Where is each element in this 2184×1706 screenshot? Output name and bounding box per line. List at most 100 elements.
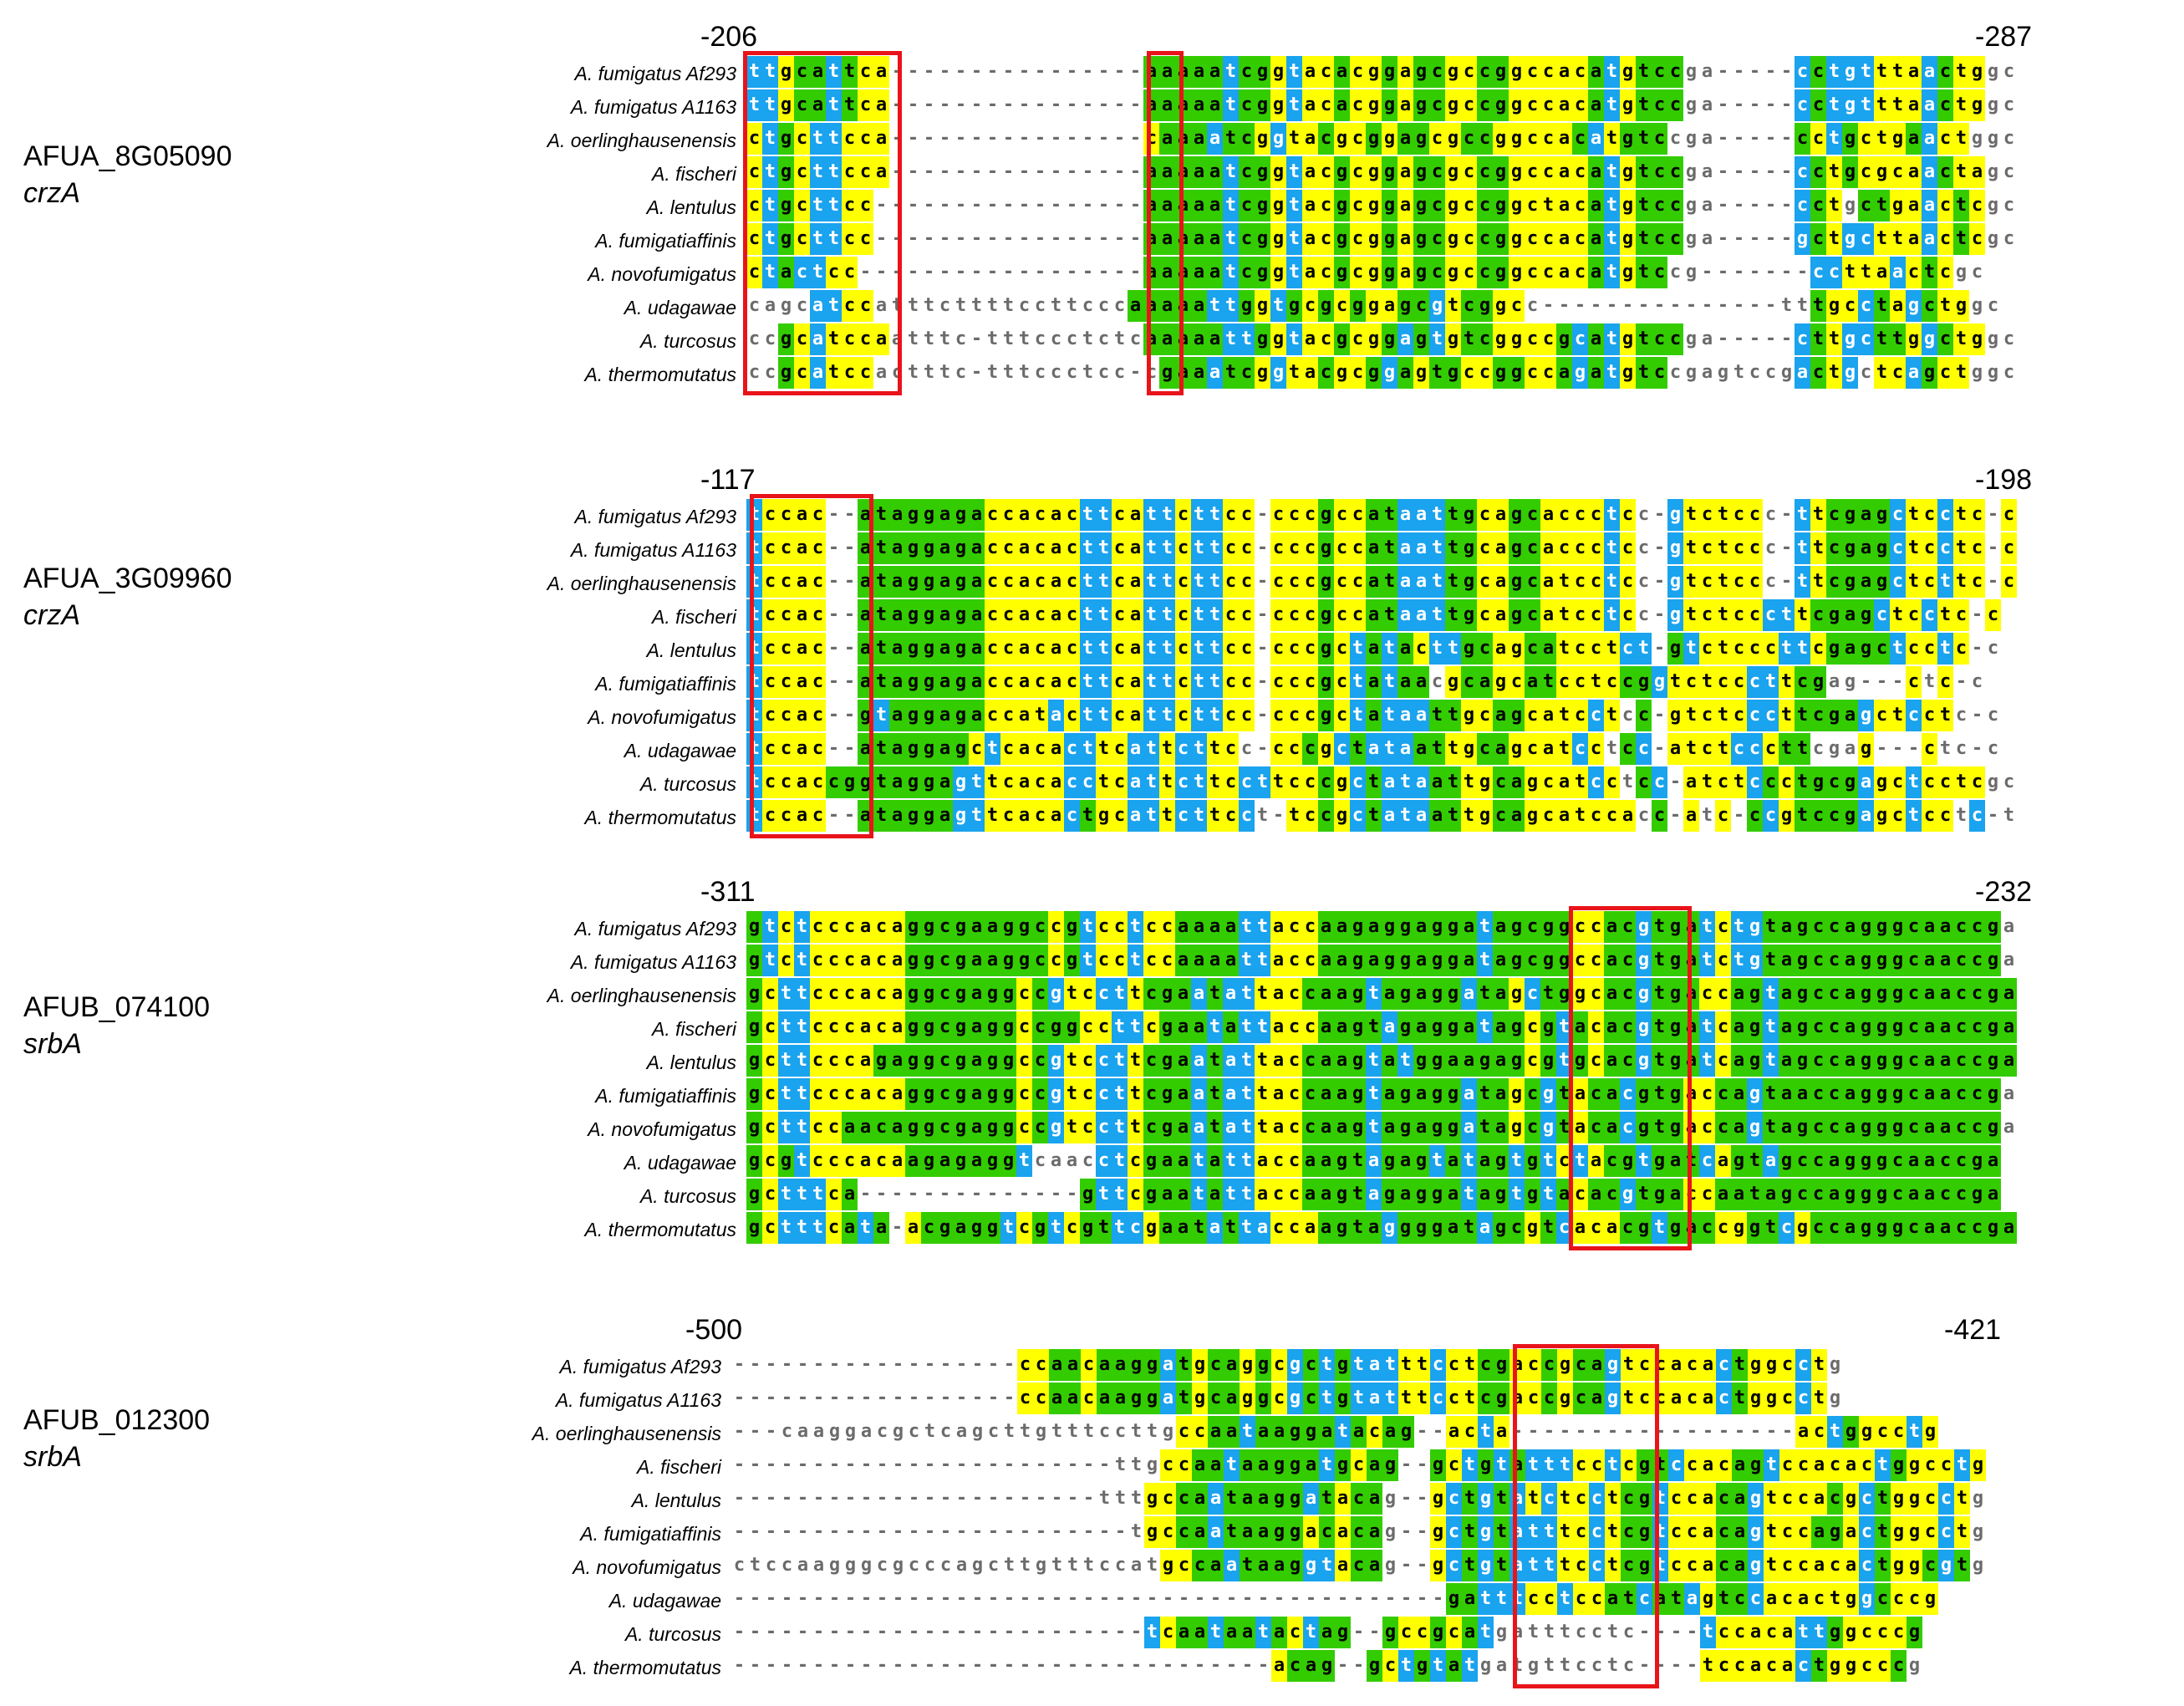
nucleotide: c [1064,733,1080,765]
nucleotide: c [969,733,985,765]
nucleotide: c [1969,666,1985,698]
nucleotide: a [1191,190,1207,222]
alignment-row: A. fumigatus A1163 [0,532,746,564]
nucleotide: - [1080,156,1096,188]
nucleotide: t [1001,1416,1017,1448]
nucleotide: g [746,1212,762,1244]
nucleotide: t [1143,566,1159,598]
nucleotide: c [1112,499,1128,531]
nucleotide: g [1160,1416,1176,1448]
nucleotide: g [1667,566,1683,598]
nucleotide: a [1985,1145,2001,1177]
nucleotide: a [1159,190,1175,222]
alignment-row: A. fumigatus Af293 [0,1349,731,1381]
nucleotide: t [1366,800,1382,832]
nucleotide: c [1763,499,1779,531]
nucleotide: t [1715,700,1731,731]
nucleotide: - [731,1449,747,1481]
nucleotide: t [1461,766,1477,798]
nucleotide: - [969,357,985,389]
nucleotide: - [1112,56,1128,88]
nucleotide: c [1636,766,1652,798]
nucleotide: c [1477,257,1493,288]
nucleotide: - [953,190,969,222]
nucleotide: g [1350,1011,1366,1043]
nucleotide: t [1604,190,1620,222]
nucleotide: t [1096,532,1112,564]
nucleotide: a [1048,766,1064,798]
nucleotide: a [1192,1516,1208,1548]
nucleotide: - [1224,1650,1240,1682]
nucleotide: - [1064,1179,1080,1210]
nucleotide: - [1747,257,1763,288]
nucleotide: a [858,1112,873,1143]
nucleotide: g [1429,1112,1445,1143]
nucleotide: - [1128,123,1143,155]
nucleotide: g [1826,633,1842,665]
nucleotide: - [874,1516,890,1548]
nucleotide: g [1667,499,1683,531]
nucleotide: c [1715,800,1731,832]
nucleotide: - [1000,156,1016,188]
nucleotide: t [1159,499,1175,531]
nucleotide: t [1461,323,1477,355]
nucleotide: a [1270,1112,1286,1143]
nucleotide: t [1286,800,1302,832]
nucleotide: g [1397,1078,1413,1110]
nucleotide: c [1303,1349,1319,1381]
nucleotide: t [1810,323,1826,355]
nucleotide: c [1016,1112,1032,1143]
nucleotide: c [1652,190,1667,222]
nucleotide: - [1128,56,1143,88]
nucleotide: t [1604,357,1620,389]
nucleotide: c [1080,978,1096,1010]
nucleotide: g [1922,357,1937,389]
nucleotide: t [1128,1045,1143,1077]
nucleotide: c [1350,766,1366,798]
nucleotide: c [1032,1112,1048,1143]
nucleotide: g [873,1045,889,1077]
nucleotide: c [1826,566,1842,598]
nucleotide: - [937,223,953,255]
nucleotide: t [1224,1516,1240,1548]
nucleotide: t [1556,599,1572,631]
nucleotide: g [1334,323,1350,355]
nucleotide: c [873,911,889,943]
nucleotide: - [1160,1583,1176,1615]
nucleotide: g [1874,766,1890,798]
nucleotide: g [1795,223,1810,255]
nucleotide: c [1461,56,1477,88]
nucleotide: - [1081,1483,1097,1515]
nucleotide: c [1223,633,1239,665]
nucleotide: a [1048,566,1064,598]
nucleotide: c [1747,599,1763,631]
nucleotide: c [1318,156,1334,188]
nucleotide: c [1937,223,1953,255]
nucleotide: t [1779,633,1795,665]
nucleotide: - [1000,223,1016,255]
nucleotide: g [1493,1212,1509,1244]
nucleotide: g [1413,357,1429,389]
nucleotide: c [1890,1179,1906,1210]
nucleotide: a [1207,357,1223,389]
nucleotide: c [1334,566,1350,598]
nucleotide: c [1826,1045,1842,1077]
nucleotide: a [1191,323,1207,355]
nucleotide: a [1493,1112,1509,1143]
nucleotide: g [1000,1045,1016,1077]
nucleotide: t [1540,978,1556,1010]
nucleotide: c [1588,700,1604,731]
nucleotide: c [1032,532,1048,564]
nucleotide: t [1937,700,1953,731]
nucleotide: - [827,1617,843,1648]
nucleotide: - [969,156,985,188]
nucleotide: - [1731,290,1747,322]
nucleotide: c [1747,633,1763,665]
nucleotide: t [1224,1449,1240,1481]
nucleotide: - [922,1349,938,1381]
nucleotide: c [2001,357,2017,389]
nucleotide: a [1223,1078,1239,1110]
nucleotide: c [1064,599,1080,631]
nucleotide: g [1826,700,1842,731]
nucleotide: c [1859,1449,1875,1481]
